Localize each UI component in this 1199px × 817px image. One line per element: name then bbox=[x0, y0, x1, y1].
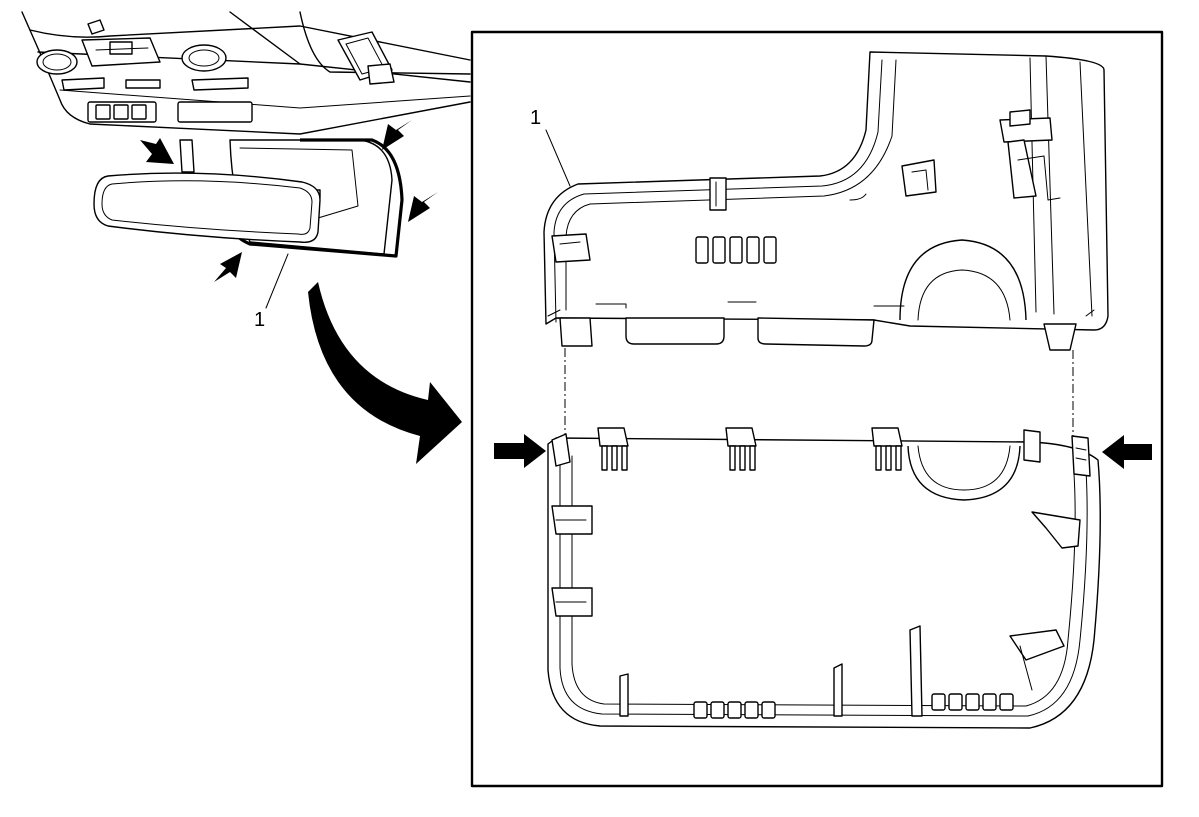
curved-pointer-arrow bbox=[308, 282, 462, 464]
release-arrows-overview bbox=[140, 120, 438, 282]
rearview-mirror bbox=[93, 172, 321, 243]
overhead-console bbox=[21, 11, 471, 135]
arrow-icon bbox=[408, 192, 438, 222]
callout-leader-left bbox=[265, 253, 289, 309]
callout-label-left: 1 bbox=[254, 309, 265, 331]
arrow-icon bbox=[382, 120, 412, 150]
mirror-cover-lower-half bbox=[547, 427, 1101, 729]
vehicle-overview-illustration: 1 bbox=[21, 11, 471, 464]
mirror-cover-upper-half bbox=[543, 51, 1109, 351]
arrow-icon bbox=[140, 138, 174, 164]
arrow-right-icon bbox=[494, 434, 546, 468]
callout-label-right: 1 bbox=[530, 107, 541, 129]
arrow-left-icon bbox=[1102, 435, 1152, 469]
arrow-icon bbox=[214, 252, 242, 282]
callout-leader-right bbox=[545, 129, 571, 187]
detail-panel: 1 bbox=[470, 30, 1164, 788]
